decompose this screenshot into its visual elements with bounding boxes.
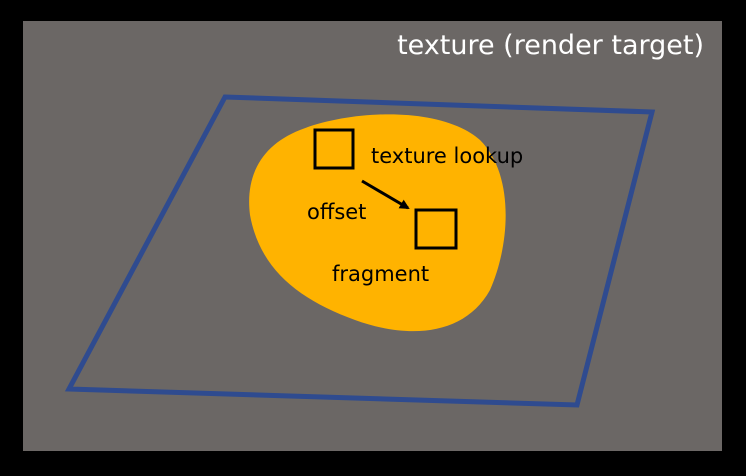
texture-lookup-square: [313, 128, 355, 170]
fragment-square: [414, 208, 458, 250]
texture-lookup-label: texture lookup: [371, 144, 524, 168]
diagram-title: texture (render target): [397, 30, 704, 61]
fragment-label: fragment: [332, 262, 430, 286]
fragment-region-blob: [249, 114, 506, 332]
offset-arrow: [361, 179, 410, 210]
offset-label: offset: [307, 200, 367, 224]
render-target-quad: [64, 94, 656, 408]
